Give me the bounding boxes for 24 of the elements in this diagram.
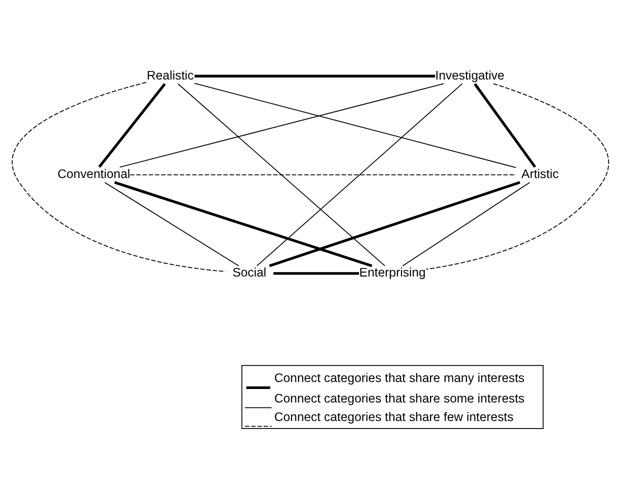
- connector: [114, 180, 372, 267]
- connector: [12, 81, 226, 272]
- connector: [130, 174, 516, 175]
- connector: [269, 180, 520, 267]
- legend-label: Connect categories that share some interests: [274, 391, 525, 406]
- connector: [119, 82, 444, 168]
- connector: [256, 82, 463, 266]
- connector: [177, 82, 386, 266]
- node-text: Realistic: [146, 68, 194, 82]
- connector: [194, 82, 516, 168]
- connector: [474, 82, 536, 168]
- node-text: Artistic: [521, 166, 559, 181]
- connector: [426, 82, 609, 270]
- connector: [273, 272, 359, 274]
- legend-label: Connect categories that share few interests: [274, 410, 514, 424]
- node-text: Social: [232, 265, 266, 280]
- connector: [402, 182, 530, 266]
- connector: [98, 82, 166, 168]
- connector: [104, 182, 240, 266]
- node-text: Enterprising: [359, 265, 426, 280]
- node-text: Investigative: [435, 68, 504, 82]
- node-text: Conventional: [58, 166, 130, 181]
- legend-label: Connect categories that share many interests: [274, 370, 525, 385]
- connector: [194, 74, 436, 77]
